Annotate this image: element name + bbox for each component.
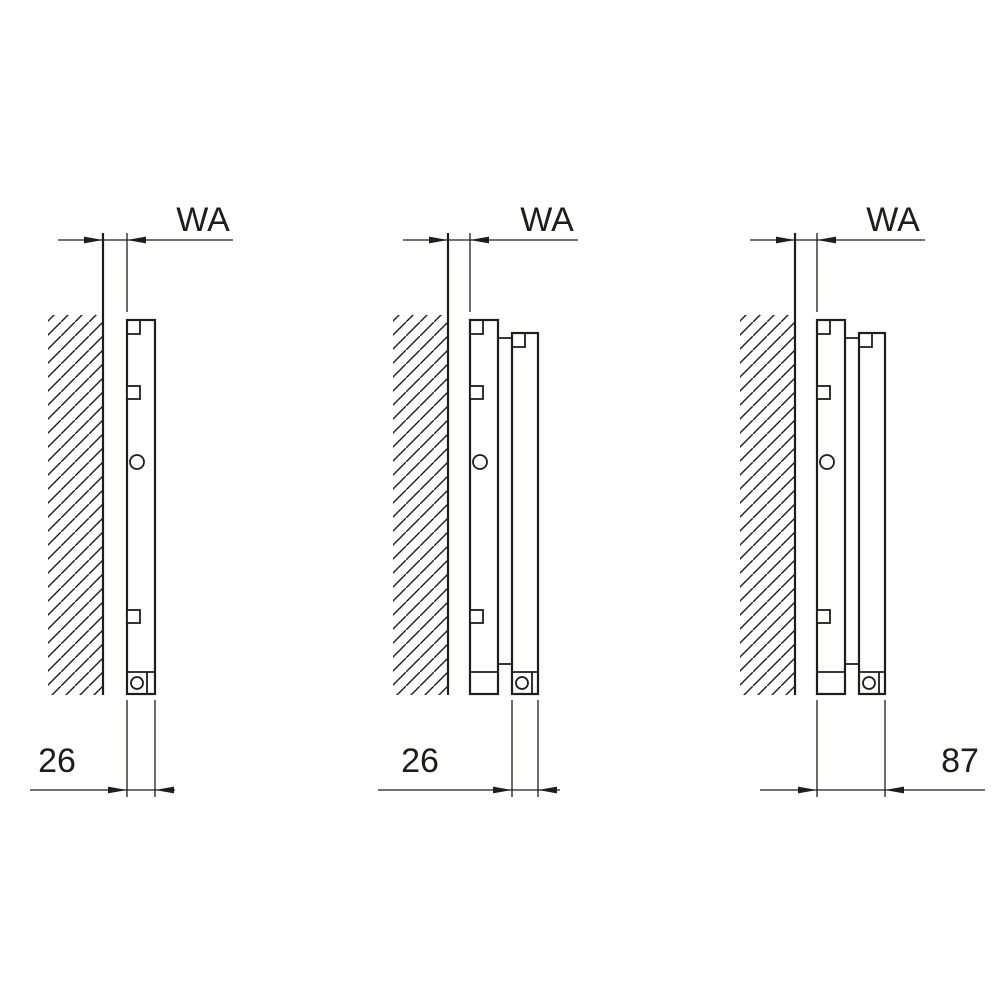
- wa-label: WA: [520, 201, 574, 239]
- wa-label: WA: [176, 201, 230, 239]
- radiator-profile-double: [815, 318, 887, 696]
- depth-label: 87: [941, 742, 979, 780]
- depth-label: 26: [38, 742, 76, 780]
- dimension-depth: 26: [378, 700, 560, 797]
- panel-double-radiator-full-depth: WA 87: [738, 201, 985, 797]
- dimension-wall-distance: WA: [58, 201, 233, 312]
- arrow-left-icon: [155, 786, 174, 794]
- radiator-profile-double: [468, 318, 540, 696]
- dimension-wall-distance: WA: [403, 201, 578, 312]
- radiator-profile-single: [125, 318, 157, 696]
- dimension-depth: 26: [30, 700, 175, 797]
- arrow-right-icon: [493, 786, 512, 794]
- arrow-right-icon: [776, 236, 795, 244]
- panel-single-radiator: WA 26: [30, 201, 233, 797]
- wall-hatch: [738, 231, 797, 697]
- wall-hatch: [46, 231, 105, 697]
- arrow-left-icon: [127, 236, 146, 244]
- arrow-right-icon: [798, 786, 817, 794]
- arrow-left-icon: [470, 236, 489, 244]
- arrow-right-icon: [84, 236, 103, 244]
- arrow-right-icon: [108, 786, 127, 794]
- dimension-depth: 87: [760, 700, 985, 797]
- depth-label: 26: [401, 742, 439, 780]
- arrow-right-icon: [429, 236, 448, 244]
- wall-hatch: [391, 231, 450, 697]
- panel-double-radiator: WA 26: [378, 201, 578, 797]
- arrow-left-icon: [538, 786, 557, 794]
- arrow-left-icon: [817, 236, 836, 244]
- wa-label: WA: [866, 201, 920, 239]
- dimension-wall-distance: WA: [750, 201, 925, 312]
- arrow-left-icon: [885, 786, 904, 794]
